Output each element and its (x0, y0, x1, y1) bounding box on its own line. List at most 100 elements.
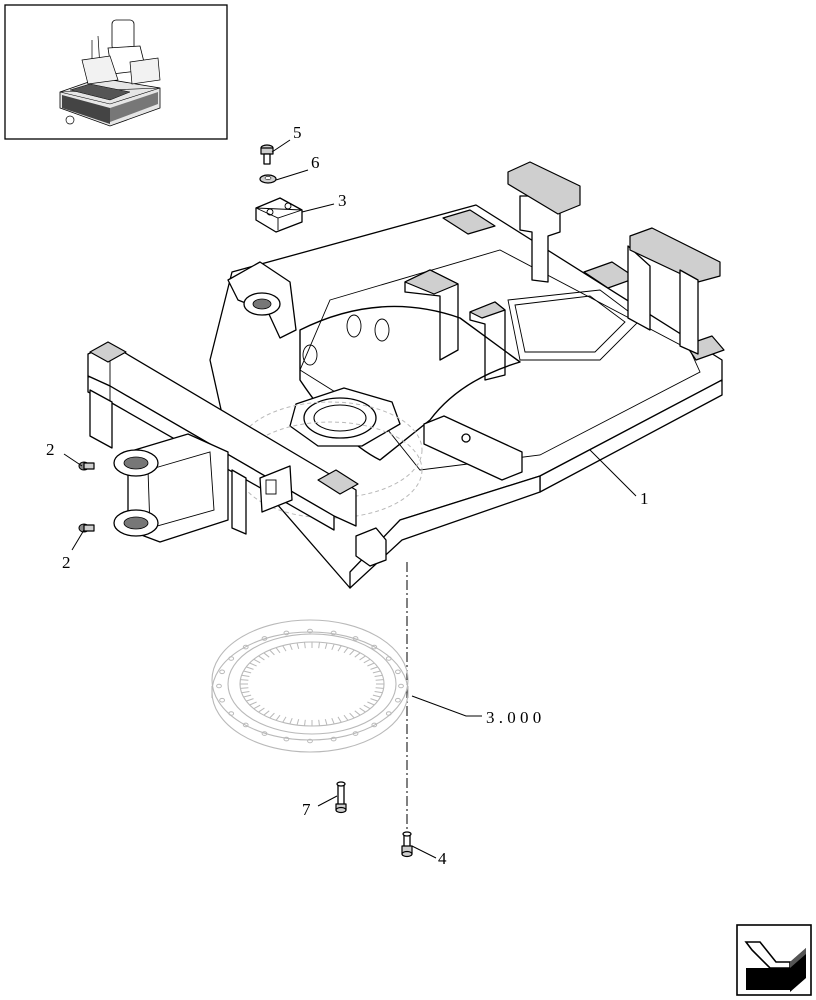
gear-tooth (289, 718, 293, 725)
callout-4: 4 (438, 849, 447, 868)
bolt-hole (398, 683, 404, 689)
bolt-hole (228, 656, 235, 661)
gear-tooth (263, 710, 270, 716)
bolt-side (335, 781, 347, 814)
pin-lower (78, 523, 95, 533)
bolt-hole (219, 669, 226, 675)
gear-tooth (253, 704, 261, 710)
gear-tooth (318, 642, 320, 649)
gear-tooth (359, 655, 366, 661)
leader-lines (63, 139, 637, 859)
gear-tooth (343, 647, 349, 654)
cover-plate (255, 197, 303, 233)
pin-upper (78, 461, 95, 471)
gear-tooth (243, 670, 252, 674)
bolt-ring (401, 831, 413, 858)
bolt-hole (219, 697, 226, 703)
gear-tooth (246, 666, 254, 670)
machine-overview-icon[interactable] (4, 4, 228, 140)
gear-tooth (253, 658, 261, 664)
gear-tooth (374, 674, 383, 677)
gear-tooth (367, 662, 375, 667)
bolt-hole (216, 683, 222, 689)
gear-tooth (349, 649, 355, 656)
gear-tooth (243, 694, 252, 698)
callout-7: 7 (302, 800, 311, 819)
gear-tooth (246, 698, 254, 702)
gear-tooth (354, 710, 361, 716)
callout-2-upper: 2 (46, 440, 55, 459)
gear-tooth (249, 701, 257, 706)
callout-3: 3 (338, 191, 347, 210)
gear-tooth (370, 666, 378, 670)
gear-tooth (359, 707, 366, 713)
next-page-arrow-icon[interactable] (736, 924, 812, 996)
gear-tooth (337, 645, 342, 652)
gear-tooth (240, 687, 249, 689)
gear-tooth (275, 714, 281, 721)
gear-tooth (241, 691, 250, 694)
gear-tooth (318, 719, 320, 726)
gear-tooth (375, 679, 384, 681)
gear-tooth (275, 647, 281, 654)
gear-tooth (241, 674, 250, 677)
gear-tooth (269, 712, 275, 719)
bolt-hole (261, 731, 268, 736)
bolt-hole (283, 736, 290, 742)
callout-1: 1 (640, 489, 649, 508)
callout-6: 6 (311, 153, 320, 172)
gear-tooth (258, 707, 265, 713)
gear-tooth (282, 645, 287, 652)
bolt-hole (352, 636, 359, 641)
gear-tooth (375, 687, 384, 689)
gear-tooth (296, 719, 300, 726)
gear-tooth (354, 652, 361, 658)
gear-tooth (372, 694, 381, 698)
upper-frame (87, 161, 725, 589)
bolt-hole (330, 630, 337, 636)
bolt-hole (242, 722, 249, 728)
callout-5: 5 (293, 123, 302, 142)
bolt-hole (283, 630, 290, 636)
gear-tooth (374, 691, 383, 694)
gear-tooth (363, 658, 371, 664)
ring-gear-teeth (240, 642, 384, 726)
bolt-hole (395, 697, 401, 703)
gear-tooth (258, 655, 265, 661)
gear-tooth (296, 642, 300, 649)
callout-2-lower: 2 (62, 553, 71, 572)
gear-tooth (331, 643, 335, 650)
bolt-hole (330, 736, 337, 742)
gear-tooth (304, 719, 306, 726)
gear-tooth (263, 652, 270, 658)
bolt-hole (371, 644, 378, 650)
bolt-hole (307, 628, 313, 634)
gear-tooth (249, 662, 257, 667)
callout-3000: 3 . 0 0 0 (486, 708, 541, 727)
slewing-ring (211, 619, 409, 753)
gear-tooth (343, 714, 349, 721)
ring-bolt-holes (216, 628, 404, 744)
gear-tooth (282, 716, 287, 723)
gear-tooth (269, 649, 275, 656)
bolt-hole (352, 731, 359, 736)
gear-tooth (363, 704, 371, 710)
gear-tooth (240, 679, 249, 681)
gear-tooth (372, 670, 381, 674)
gear-tooth (324, 719, 328, 726)
gear-tooth (289, 643, 293, 650)
gear-tooth (367, 701, 375, 706)
bolt-hole (371, 722, 378, 728)
bolt-hole (261, 636, 268, 641)
bolt-hole (385, 711, 392, 716)
bolt-hole (228, 711, 235, 716)
gear-tooth (349, 712, 355, 719)
bolt-hole (395, 669, 401, 675)
gear-tooth (331, 718, 335, 725)
gear-tooth (324, 642, 328, 649)
bolt-hole (385, 656, 392, 661)
gear-tooth (304, 642, 306, 649)
washer (259, 174, 277, 184)
gear-tooth (337, 716, 342, 723)
